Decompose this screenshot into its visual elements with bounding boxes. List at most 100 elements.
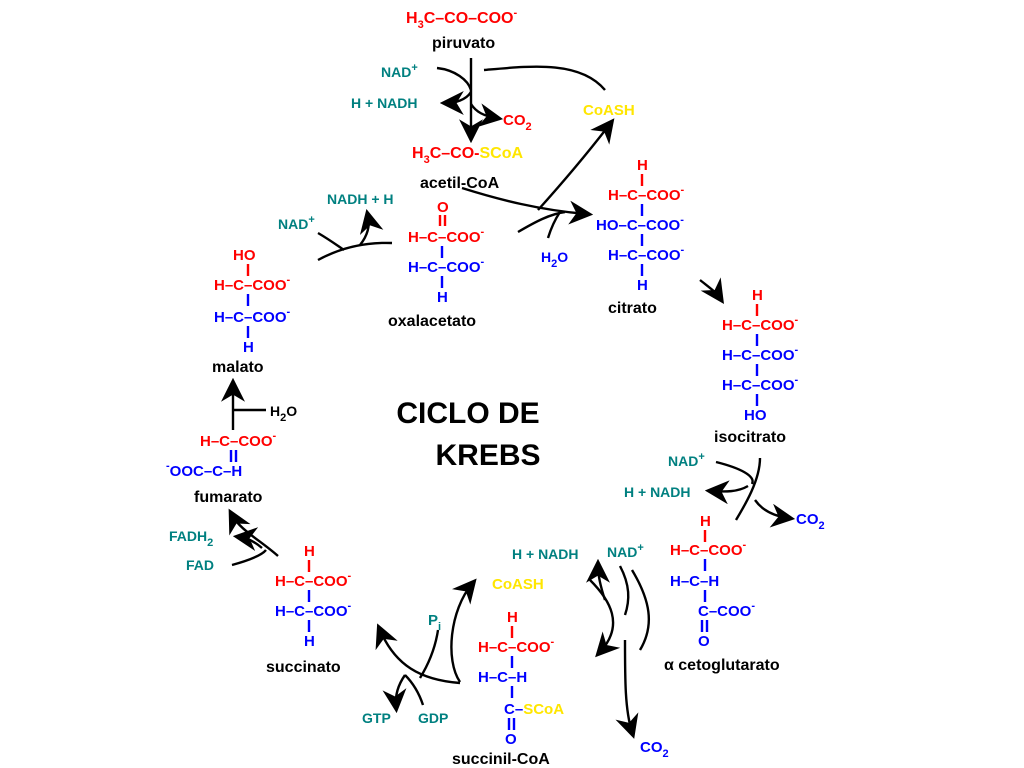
cetoglutarato-row2: H–C–H	[670, 573, 719, 590]
arrow-succinato-to-fumarato	[228, 508, 279, 557]
fadh2-label: FADH2	[169, 528, 213, 549]
arrow-into-succinilcoa	[589, 579, 621, 658]
cetoglutarato-row1: H–C–COO-	[670, 539, 747, 559]
arrow-nadh-out-3	[586, 558, 611, 601]
nad-plus-label-3: NAD+	[668, 451, 705, 469]
succinilcoa-top: H	[507, 609, 518, 626]
arrow-gdp-in	[404, 674, 425, 706]
cetoglutarato-row3: C–COO-	[698, 600, 755, 620]
arrow-acetilcoa-to-citrato	[461, 186, 594, 225]
citrato-row2: HO–C–COO-	[596, 214, 684, 234]
citrato-top: H	[637, 157, 648, 174]
citrato-label: citrato	[608, 300, 657, 317]
arrow-pi-in	[418, 629, 440, 679]
arrow-co2-out-1	[469, 103, 504, 128]
arrow-succinilcoa-to-succinato	[375, 623, 461, 685]
arrow-cetoglutarato-to-succinilcoa	[630, 569, 651, 651]
nad-plus-label-2: NAD+	[278, 214, 315, 232]
h-nadh-label-2: H + NADH	[624, 484, 691, 500]
arrow-malato-to-oxalacetato	[317, 241, 393, 262]
citrato-row1: H–C–COO-	[608, 184, 685, 204]
reaction-arrows	[221, 58, 796, 739]
pi-label: Pi	[428, 612, 441, 633]
acetilcoa-molecule: H3C–CO-SCoA acetil-CoA	[412, 145, 523, 192]
fad-label: FAD	[186, 557, 214, 573]
succinilcoa-molecule: H H–C–COO- H–C–H C–SCoA O succinil-CoA	[452, 609, 564, 768]
coash-label-1: CoASH	[583, 102, 635, 119]
isocitrato-label: isocitrato	[714, 429, 786, 446]
succinato-row1: H–C–COO-	[275, 570, 352, 590]
succinato-molecule: H H–C–COO- H–C–COO- H succinato	[266, 543, 352, 676]
cetoglutarato-bottom: O	[698, 633, 710, 650]
arrow-nad-in-2	[715, 460, 754, 485]
isocitrato-molecule: H H–C–COO- H–C–COO- H–C–COO- HO isocitra…	[714, 287, 799, 446]
malato-row1: H–C–COO-	[214, 274, 291, 294]
isocitrato-top: H	[752, 287, 763, 304]
arrow-fadh2-out	[232, 527, 263, 551]
succinato-top: H	[304, 543, 315, 560]
arrow-nadh-out-2	[704, 480, 749, 505]
piruvato-label: piruvato	[432, 35, 495, 52]
citrato-bottom: H	[637, 277, 648, 294]
malato-top: HO	[233, 247, 256, 264]
fumarato-row2: -OOC–C–H	[166, 460, 242, 480]
oxalacetato-row2: H–C–COO-	[408, 256, 485, 276]
succinato-label: succinato	[266, 659, 341, 676]
arrow-isocitrato-to-cetoglutarato	[734, 457, 762, 521]
arrow-nadh-out-4	[359, 208, 384, 246]
isocitrato-bottom: HO	[744, 407, 767, 424]
cetoglutarato-molecule: H H–C–COO- H–C–H C–COO- O α cetoglutarat…	[664, 513, 780, 674]
isocitrato-row3: H–C–COO-	[722, 374, 799, 394]
fumarato-molecule: H–C–COO- -OOC–C–H fumarato	[166, 430, 277, 506]
h-nadh-label-3: H + NADH	[512, 546, 579, 562]
cetoglutarato-label: α cetoglutarato	[664, 657, 780, 674]
arrow-citrato-to-isocitrato	[699, 277, 724, 304]
co2-label-3: CO2	[640, 739, 669, 760]
arrow-coash-in	[450, 578, 477, 683]
arrow-co2-out-2	[754, 499, 796, 528]
oxalacetato-bottom: H	[437, 289, 448, 306]
co2-label-2: CO2	[796, 511, 825, 532]
h2o-label-2: H2O	[270, 403, 297, 424]
oxalacetato-top: O	[437, 199, 449, 216]
cofactors: NAD+ H + NADH CO2 CoASH H2O NADH + H NAD…	[169, 62, 825, 760]
arrow-h2o-in	[546, 211, 561, 239]
nad-plus-label-4: NAD+	[607, 542, 644, 560]
arrow-co2-out-3	[615, 639, 639, 739]
arrow-nad-in-3	[618, 565, 630, 616]
nadh-h-label: NADH + H	[327, 191, 394, 207]
malato-label: malato	[212, 359, 264, 376]
h-nadh-label-1: H + NADH	[351, 95, 418, 111]
gdp-label: GDP	[418, 710, 448, 726]
piruvato-molecule: H3C–CO–COO- piruvato	[406, 7, 517, 52]
acetilcoa-label: acetil-CoA	[420, 175, 500, 192]
arrow-nad-in-4	[317, 231, 345, 251]
title-line-2: KREBS	[435, 439, 540, 472]
succinilcoa-bottom: O	[505, 731, 517, 748]
fumarato-row1: H–C–COO-	[200, 430, 277, 450]
malato-molecule: HO H–C–COO- H–C–COO- H malato	[212, 247, 291, 376]
arrow-coash-loop	[483, 65, 606, 91]
coash-label-2: CoASH	[492, 576, 544, 593]
title-line-1: CICLO DE	[396, 397, 539, 430]
gtp-label: GTP	[362, 710, 391, 726]
succinilcoa-row1: H–C–COO-	[478, 636, 555, 656]
oxalacetato-molecule: O H–C–COO- H–C–COO- H oxalacetato	[388, 199, 485, 330]
citrato-row3: H–C–COO-	[608, 244, 685, 264]
cetoglutarato-top: H	[700, 513, 711, 530]
succinilcoa-row2: H–C–H	[478, 669, 527, 686]
succinato-row2: H–C–COO-	[275, 600, 352, 620]
arrow-nadh-out-1	[439, 90, 473, 115]
oxalacetato-label: oxalacetato	[388, 313, 476, 330]
acetilcoa-formula: H3C–CO-SCoA	[412, 145, 523, 166]
succinilcoa-label: succinil-CoA	[452, 751, 550, 768]
piruvato-formula: H3C–CO–COO-	[406, 7, 517, 31]
isocitrato-row1: H–C–COO-	[722, 314, 799, 334]
oxalacetato-row1: H–C–COO-	[408, 226, 485, 246]
fumarato-label: fumarato	[194, 489, 263, 506]
citrato-molecule: H H–C–COO- HO–C–COO- H–C–COO- H citrato	[596, 157, 685, 317]
arrow-fad-in	[231, 549, 267, 567]
isocitrato-row2: H–C–COO-	[722, 344, 799, 364]
h2o-label-1: H2O	[541, 249, 568, 270]
